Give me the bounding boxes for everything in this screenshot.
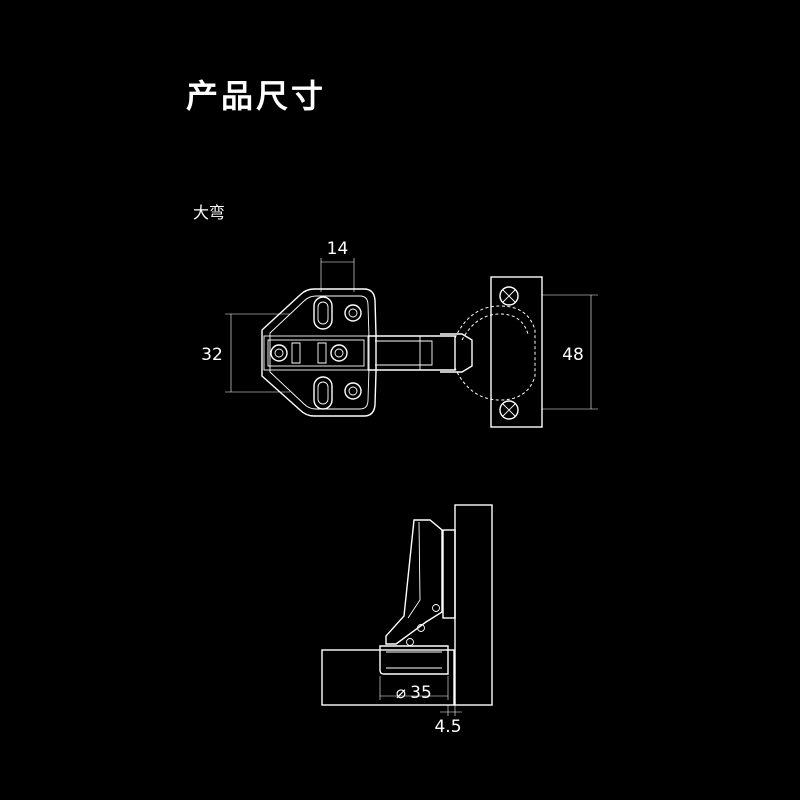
dimension-label-35: 35 <box>410 683 432 703</box>
hinge-top-view: 14 32 48 <box>201 239 598 428</box>
dimension-4-5: 4.5 <box>434 705 462 737</box>
dimension-32: 32 <box>201 313 290 393</box>
dimension-label-4-5: 4.5 <box>434 717 461 737</box>
dimension-label-14: 14 <box>327 239 349 259</box>
dimension-14: 14 <box>320 239 355 292</box>
dimension-diameter: ⌀ 35 <box>379 676 449 703</box>
variant-label: 大弯 <box>193 203 226 222</box>
dimension-48: 48 <box>542 294 598 410</box>
diameter-symbol: ⌀ <box>396 683 406 703</box>
page-title: 产品尺寸 <box>186 77 327 115</box>
dimension-label-48: 48 <box>562 345 584 365</box>
dimension-label-32: 32 <box>201 345 223 365</box>
hinge-side-view: ⌀ 35 4.5 <box>321 504 493 737</box>
